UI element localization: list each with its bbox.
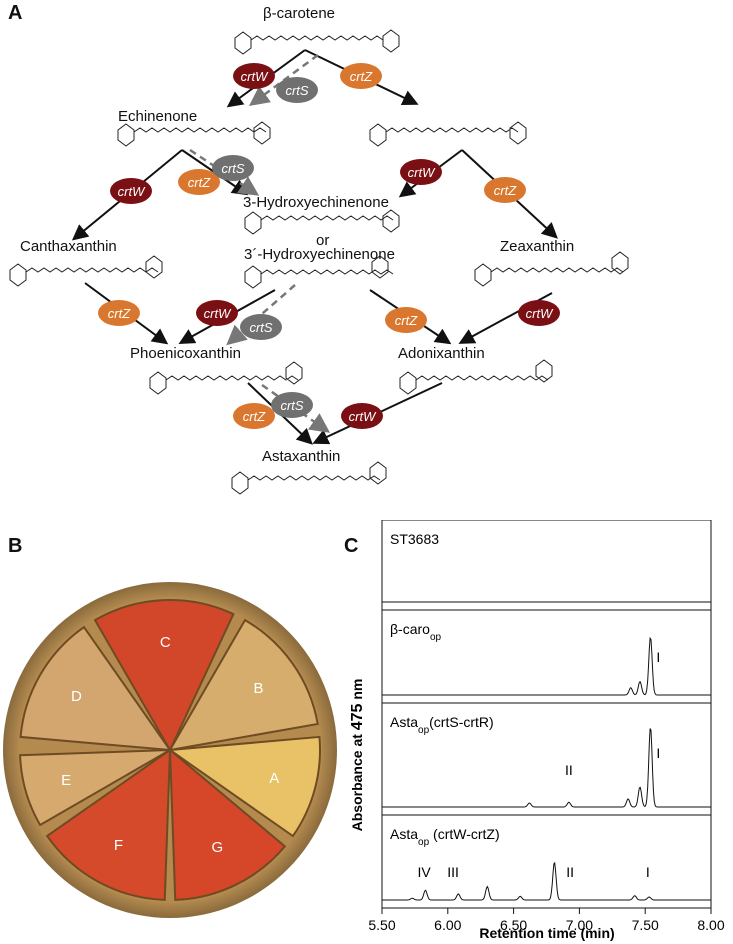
- x-tick-label: 6.50: [500, 917, 527, 933]
- petri-dish: A B C D E F G: [3, 582, 337, 918]
- gene-crtZ-oval: crtZ: [484, 177, 526, 203]
- trace-label: Astaop (crtW-crtZ): [390, 826, 500, 848]
- plate-sector-c: [93, 599, 235, 753]
- gene-crtS-oval: crtS: [276, 77, 318, 103]
- gene-crtZ-oval: crtZ: [98, 300, 140, 326]
- peak-label: II: [565, 762, 573, 778]
- plate-sector-f: [45, 748, 172, 901]
- structure-3-hydroxyechinenone: [244, 209, 400, 235]
- plate-sector-label: B: [253, 680, 263, 697]
- gene-crtZ-oval: crtZ: [385, 307, 427, 333]
- gene-crtZ-oval: crtZ: [340, 63, 382, 89]
- gene-crtW-oval: crtW: [233, 63, 275, 89]
- chromatogram-chart: ST3683β-caroopIAstaop(crtS-crtR)IIIAstao…: [349, 520, 725, 941]
- compound-astaxanthin: Astaxanthin: [262, 448, 341, 465]
- x-tick-label: 7.00: [566, 917, 593, 933]
- plate-sector-label: F: [114, 837, 123, 854]
- x-tick-label: 5.50: [368, 917, 395, 933]
- compound-adonixanthin: Adonixanthin: [398, 345, 485, 362]
- structure-3p-hydroxyechinenone: [244, 255, 394, 289]
- plate-sector-label: C: [160, 634, 171, 651]
- panel-label-a: A: [8, 2, 23, 24]
- trace-label: β-caroop: [390, 621, 442, 643]
- x-tick-label: 6.00: [434, 917, 461, 933]
- structure-adonixanthin: [399, 359, 553, 395]
- peak-label: I: [656, 745, 660, 761]
- compound-echinenone: Echinenone: [118, 108, 198, 125]
- plate-sector-label: A: [269, 770, 279, 787]
- plate-sector-e: [19, 749, 171, 827]
- chromatogram-trace: [382, 861, 711, 901]
- structure-astaxanthin: [231, 461, 387, 495]
- compound-phoenicoxanthin: Phoenicoxanthin: [130, 345, 241, 362]
- peak-label: I: [646, 864, 650, 880]
- plate-sector-d: [19, 625, 173, 752]
- gene-crtS-oval: crtS: [271, 392, 313, 418]
- structure-bcarotene: [234, 29, 400, 55]
- x-tick-label: 8.00: [697, 917, 724, 933]
- peak-label: IV: [417, 864, 431, 880]
- plate-sector-a: [167, 735, 321, 838]
- plate-sector-label: D: [71, 688, 82, 705]
- trace-label: ST3683: [390, 531, 439, 547]
- gene-crtW-oval: crtW: [400, 159, 442, 185]
- gene-crtS-oval: crtS: [240, 314, 282, 340]
- plate-sector-b: [168, 618, 319, 752]
- plate-sector-label: E: [61, 772, 71, 789]
- plate-sector-g: [168, 747, 287, 901]
- gene-crtS-oval: crtS: [212, 155, 254, 181]
- compound-zeaxanthin: Zeaxanthin: [500, 238, 575, 255]
- compound-canthaxanthin: Canthaxanthin: [20, 238, 117, 255]
- x-axis-label: Retention time (min): [479, 925, 614, 941]
- chromatogram-trace: [382, 636, 711, 696]
- panel-label-c: C: [344, 535, 359, 557]
- chromatogram-panel: [381, 814, 712, 909]
- compound-bcarotene: β-carotene: [263, 5, 335, 22]
- plate-sector-label: G: [212, 839, 224, 856]
- chromatogram-trace: [382, 728, 711, 808]
- panel-label-b: B: [8, 535, 23, 557]
- compound-3p-hydroxyechinenone: 3´-Hydroxyechinenone: [244, 246, 395, 263]
- peak-label: III: [447, 864, 459, 880]
- structure-zeaxanthin: [474, 251, 629, 287]
- compound-or: or: [316, 232, 330, 249]
- x-tick-label: 7.50: [632, 917, 659, 933]
- gene-crtW-oval: crtW: [196, 300, 238, 326]
- chromatogram-panel: [381, 609, 712, 704]
- structure-canthaxanthin: [9, 255, 163, 287]
- compound-3-hydroxyechinenone: 3-Hydroxyechinenone: [243, 194, 389, 211]
- trace-label: Astaop(crtS-crtR): [390, 714, 494, 736]
- peak-label: I: [656, 649, 660, 665]
- gene-crtW-oval: crtW: [110, 178, 152, 204]
- structure-phoenicoxanthin: [149, 361, 303, 395]
- peak-label: II: [566, 864, 574, 880]
- y-axis-label: Absorbance at 475 nm: [349, 679, 366, 832]
- gene-crtW-oval: crtW: [518, 300, 560, 326]
- structure-echinenone: [117, 121, 271, 147]
- gene-crtZ-oval: crtZ: [233, 403, 275, 429]
- structure-bcryptoxanthin: [369, 121, 527, 147]
- gene-crtW-oval: crtW: [341, 403, 383, 429]
